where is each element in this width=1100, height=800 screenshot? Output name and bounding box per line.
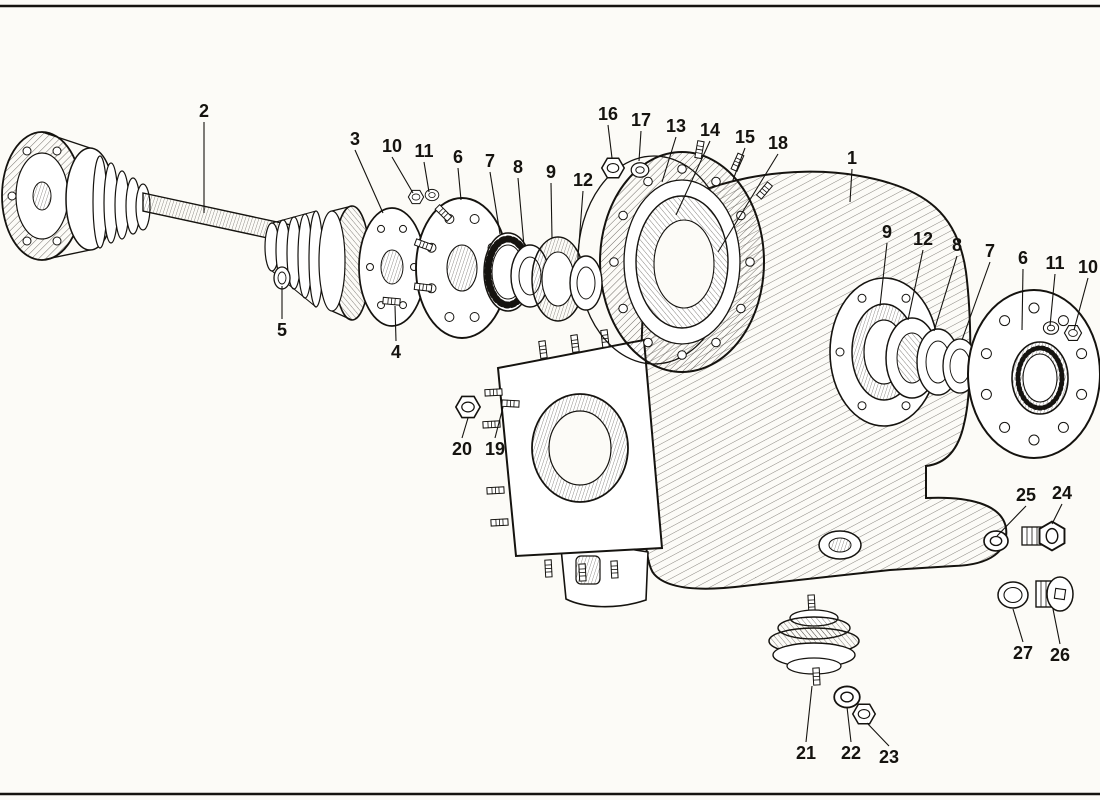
callout-label-19: 19 xyxy=(485,439,505,459)
callout-leader-7 xyxy=(961,261,991,341)
hub-and-bearings-left xyxy=(413,197,603,339)
drain-plug-large xyxy=(997,576,1074,612)
callout-leader-26 xyxy=(1052,608,1061,645)
callout-label-1: 1 xyxy=(847,148,857,168)
cv-boot-right xyxy=(264,210,324,308)
mount-washer xyxy=(833,685,861,709)
callout-leader-10 xyxy=(1073,277,1089,331)
callout-label-6: 6 xyxy=(1018,248,1028,268)
callout-label-14: 14 xyxy=(700,120,720,140)
callout-leader-16 xyxy=(607,124,613,159)
side-cover xyxy=(599,140,773,373)
callout-leader-21 xyxy=(805,685,813,743)
callout-label-12: 12 xyxy=(573,170,593,190)
callout-leader-8 xyxy=(517,177,525,247)
callout-leader-6 xyxy=(1021,268,1024,331)
callout-label-10: 10 xyxy=(382,136,402,156)
hub-flange-right xyxy=(967,289,1100,459)
callout-leader-12 xyxy=(907,249,924,321)
mount-nut xyxy=(852,703,876,725)
cv-boot-left xyxy=(92,155,151,249)
callout-label-27: 27 xyxy=(1013,643,1033,663)
callout-leader-25 xyxy=(996,505,1027,537)
callout-label-22: 22 xyxy=(841,743,861,763)
callout-label-3: 3 xyxy=(350,129,360,149)
callout-label-17: 17 xyxy=(631,110,651,130)
callout-leader-9 xyxy=(550,182,553,239)
callout-label-9: 9 xyxy=(882,222,892,242)
boot-clamp xyxy=(273,266,291,290)
callout-leader-27 xyxy=(1012,608,1024,643)
callout-label-18: 18 xyxy=(768,133,788,153)
callout-leader-11 xyxy=(423,161,430,193)
callout-label-11: 11 xyxy=(414,141,433,161)
cover-washer xyxy=(630,162,650,178)
callout-leader-lines xyxy=(203,122,1089,747)
callout-leader-10 xyxy=(391,156,414,194)
callout-label-25: 25 xyxy=(1016,485,1036,505)
cover-nut xyxy=(601,157,625,179)
callout-label-26: 26 xyxy=(1050,645,1070,665)
housing-front-flange xyxy=(482,329,664,582)
callout-label-8: 8 xyxy=(952,235,962,255)
callout-leader-19 xyxy=(494,406,504,439)
callout-label-13: 13 xyxy=(666,116,686,136)
callout-label-6: 6 xyxy=(453,147,463,167)
hub-nut xyxy=(1063,325,1083,341)
callout-label-23: 23 xyxy=(879,747,899,767)
callout-leader-9 xyxy=(879,242,888,307)
small-nut-left xyxy=(407,189,425,205)
callout-leader-17 xyxy=(638,130,642,162)
callout-label-9: 9 xyxy=(546,162,556,182)
callout-leader-15 xyxy=(732,147,746,181)
callout-leader-23 xyxy=(866,722,890,747)
callout-label-10: 10 xyxy=(1078,257,1098,277)
drive-plate-stud xyxy=(382,296,401,306)
callout-label-24: 24 xyxy=(1052,483,1072,503)
right-bearing-stack xyxy=(851,303,978,401)
callout-leader-11 xyxy=(1049,273,1056,327)
callout-label-2: 2 xyxy=(199,101,209,121)
drive-plate xyxy=(358,207,426,327)
callout-leader-20 xyxy=(461,417,469,439)
callout-leader-8 xyxy=(933,255,958,332)
callout-leader-4 xyxy=(394,305,397,342)
half-shaft-assembly xyxy=(1,131,440,327)
callout-label-15: 15 xyxy=(735,127,755,147)
callout-label-20: 20 xyxy=(452,439,472,459)
callout-leader-3 xyxy=(354,149,384,214)
hub-lock-washer xyxy=(1042,321,1060,335)
small-washer-left xyxy=(424,188,440,202)
callout-leader-22 xyxy=(846,706,852,743)
callout-label-7: 7 xyxy=(985,241,995,261)
callout-leader-24 xyxy=(1051,503,1063,525)
callout-label-12: 12 xyxy=(913,229,933,249)
callout-leader-7 xyxy=(489,171,501,235)
callout-leader-6 xyxy=(457,167,462,201)
callout-leader-12 xyxy=(577,190,584,258)
callout-label-16: 16 xyxy=(598,104,618,124)
flange-stud xyxy=(501,399,520,408)
callout-label-5: 5 xyxy=(277,320,287,340)
callout-label-8: 8 xyxy=(513,157,523,177)
callout-label-7: 7 xyxy=(485,151,495,171)
rubber-mount xyxy=(768,594,860,686)
callout-label-11: 11 xyxy=(1045,253,1064,273)
filler-plug-small xyxy=(983,520,1066,552)
callout-leader-13 xyxy=(661,136,677,183)
callout-leader-14 xyxy=(675,140,711,216)
callout-leader-18 xyxy=(717,153,779,253)
callout-label-4: 4 xyxy=(391,342,401,362)
diagram-artwork xyxy=(0,4,1100,796)
callout-leader-1 xyxy=(849,168,853,203)
callout-label-21: 21 xyxy=(796,743,816,763)
flange-nut xyxy=(455,395,481,419)
